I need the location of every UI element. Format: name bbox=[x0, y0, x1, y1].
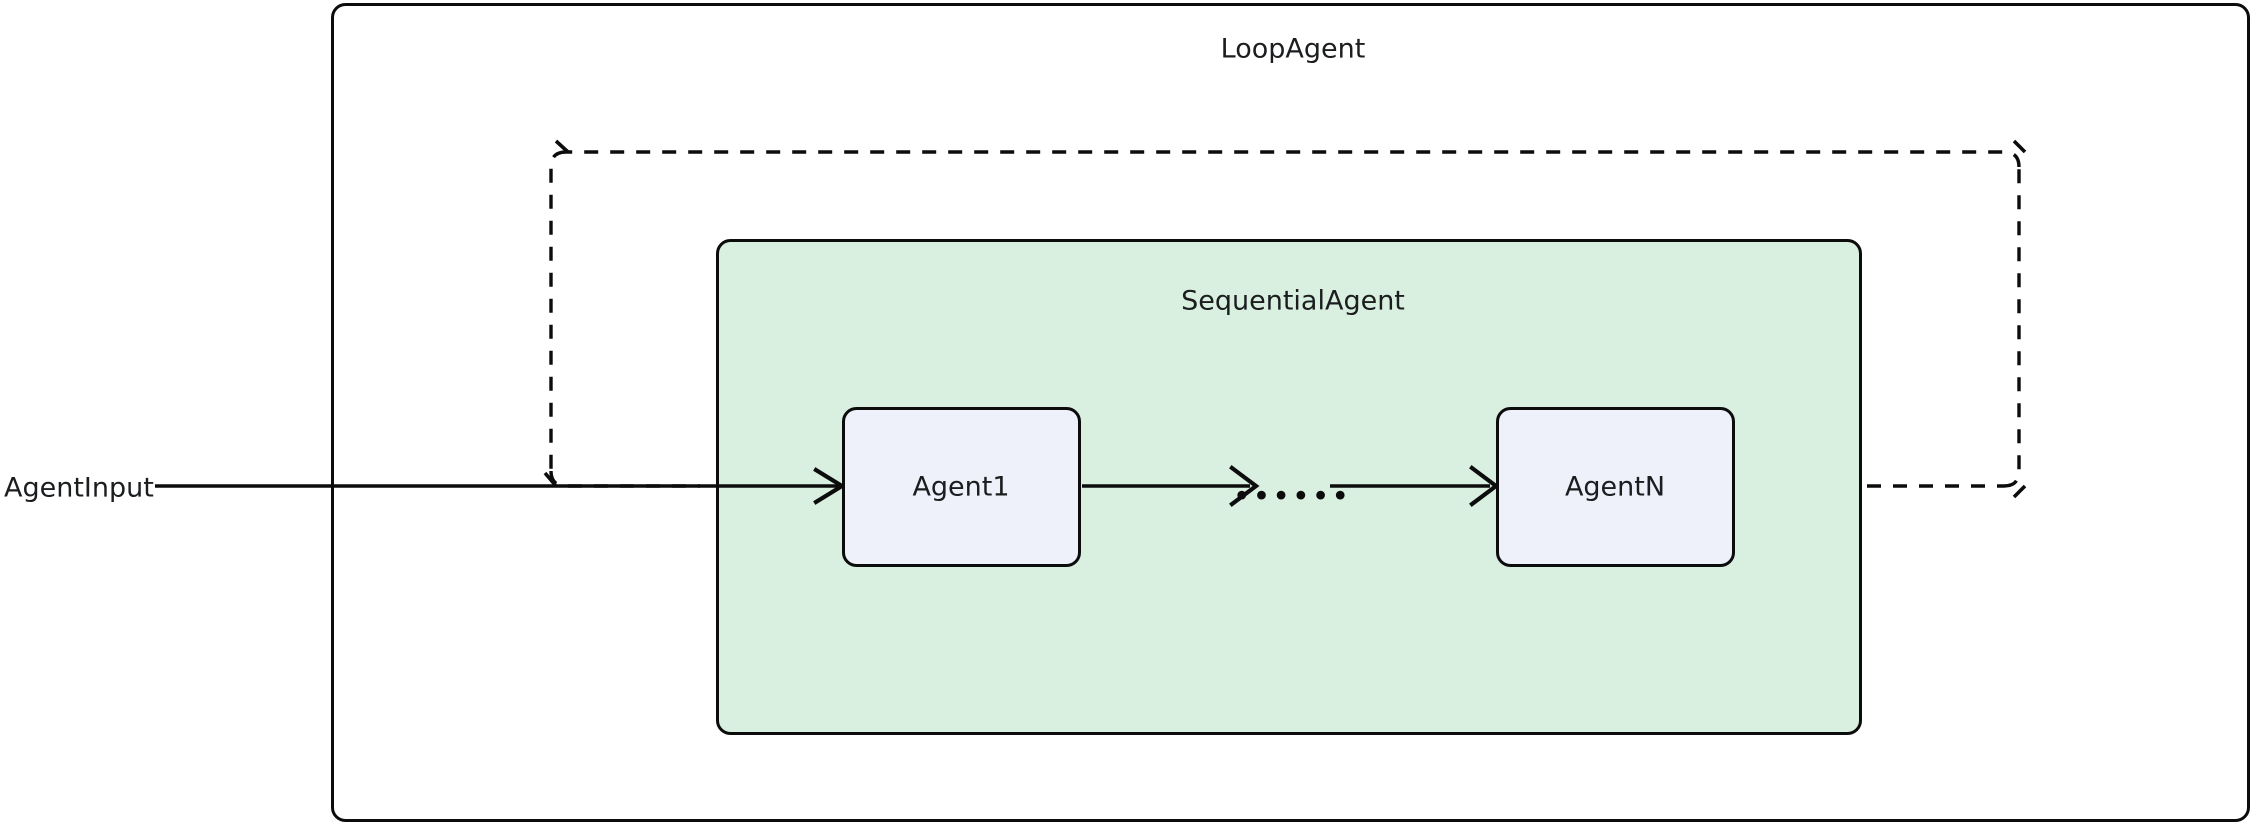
node-agentn[interactable] bbox=[1496, 407, 1735, 567]
loopback-arrow-tick-bottom-left bbox=[543, 471, 558, 488]
loopback-arrow-tick-bottom-right bbox=[2012, 484, 2027, 499]
loop-agent-label: LoopAgent bbox=[1221, 34, 1366, 65]
loopback-arrow-tick-top-left bbox=[554, 139, 570, 154]
loopback-top-horizontal bbox=[566, 150, 2021, 168]
node-agent1-label: Agent1 bbox=[912, 472, 1009, 503]
loopback-right-vertical bbox=[2003, 167, 2021, 488]
loopback-left-vertical bbox=[549, 150, 567, 471]
agent1-to-ellipsis-arrowhead bbox=[1229, 465, 1260, 507]
node-agent1[interactable] bbox=[842, 407, 1081, 567]
agent-input-label: AgentInput bbox=[4, 473, 154, 504]
node-agentn-label: AgentN bbox=[1565, 472, 1665, 503]
sequential-agent-label: SequentialAgent bbox=[1181, 286, 1405, 317]
loopback-arrow-tick-top-right bbox=[2012, 139, 2027, 154]
ellipsis-label: •••••• bbox=[1233, 480, 1351, 515]
